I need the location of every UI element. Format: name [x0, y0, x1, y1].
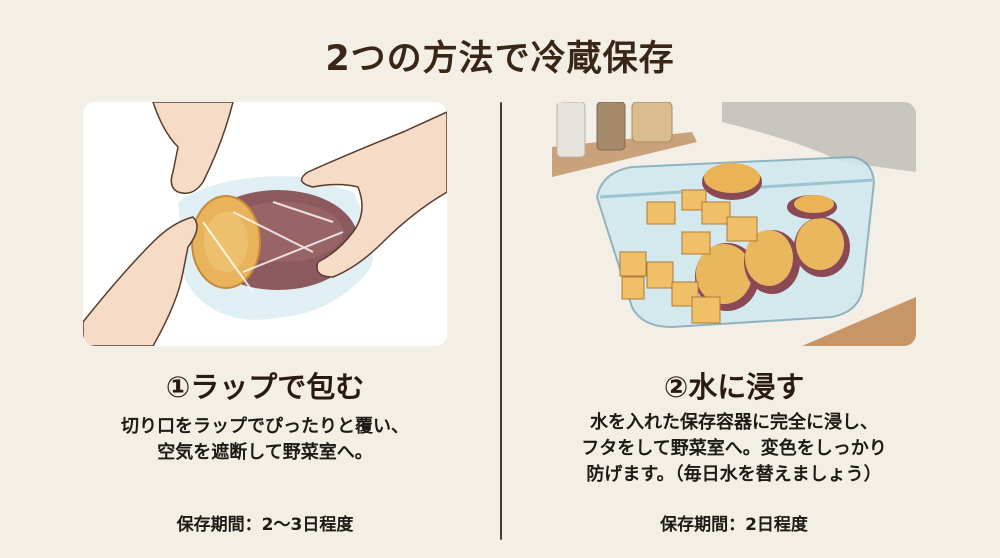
center-divider	[500, 102, 502, 540]
method-heading: ①ラップで包む	[165, 370, 365, 404]
hand-top	[152, 102, 234, 194]
method-description: 切り口をラップでぴったりと覆い、 空気を遮断して野菜室へ。	[45, 414, 485, 466]
description-line: 切り口をラップでぴったりと覆い、	[121, 416, 409, 437]
hands-wrapping-potato-image	[83, 102, 447, 346]
potato-in-water-container-image	[552, 102, 916, 346]
method-heading: ②水に浸す	[663, 370, 805, 404]
cabinet	[802, 297, 916, 346]
storage-period: 保存期間：2〜3日程度	[176, 515, 354, 535]
description-line: 空気を遮断して野菜室へ。	[157, 442, 373, 463]
water-illustration	[552, 102, 916, 346]
hand-right	[300, 111, 447, 278]
wrap-illustration	[83, 102, 447, 346]
potato-rounds	[695, 163, 850, 311]
description-line: 水を入れた保存容器に完全に浸し、	[590, 412, 878, 433]
potato-cubes	[619, 189, 758, 324]
description-line: フタをして野菜室へ。変色をしっかり	[581, 438, 887, 459]
hand-left	[83, 216, 198, 346]
page-title: 2つの方法で冷蔵保存	[325, 39, 675, 79]
sink	[722, 102, 916, 172]
method-description: 水を入れた保存容器に完全に浸し、 フタをして野菜室へ。変色をしっかり 防げます。…	[514, 410, 954, 488]
description-line: 防げます。（毎日水を替えましょう）	[586, 464, 882, 485]
storage-period: 保存期間：2日程度	[660, 515, 808, 535]
wooden-tray	[552, 132, 697, 177]
spice-jar	[596, 102, 626, 151]
